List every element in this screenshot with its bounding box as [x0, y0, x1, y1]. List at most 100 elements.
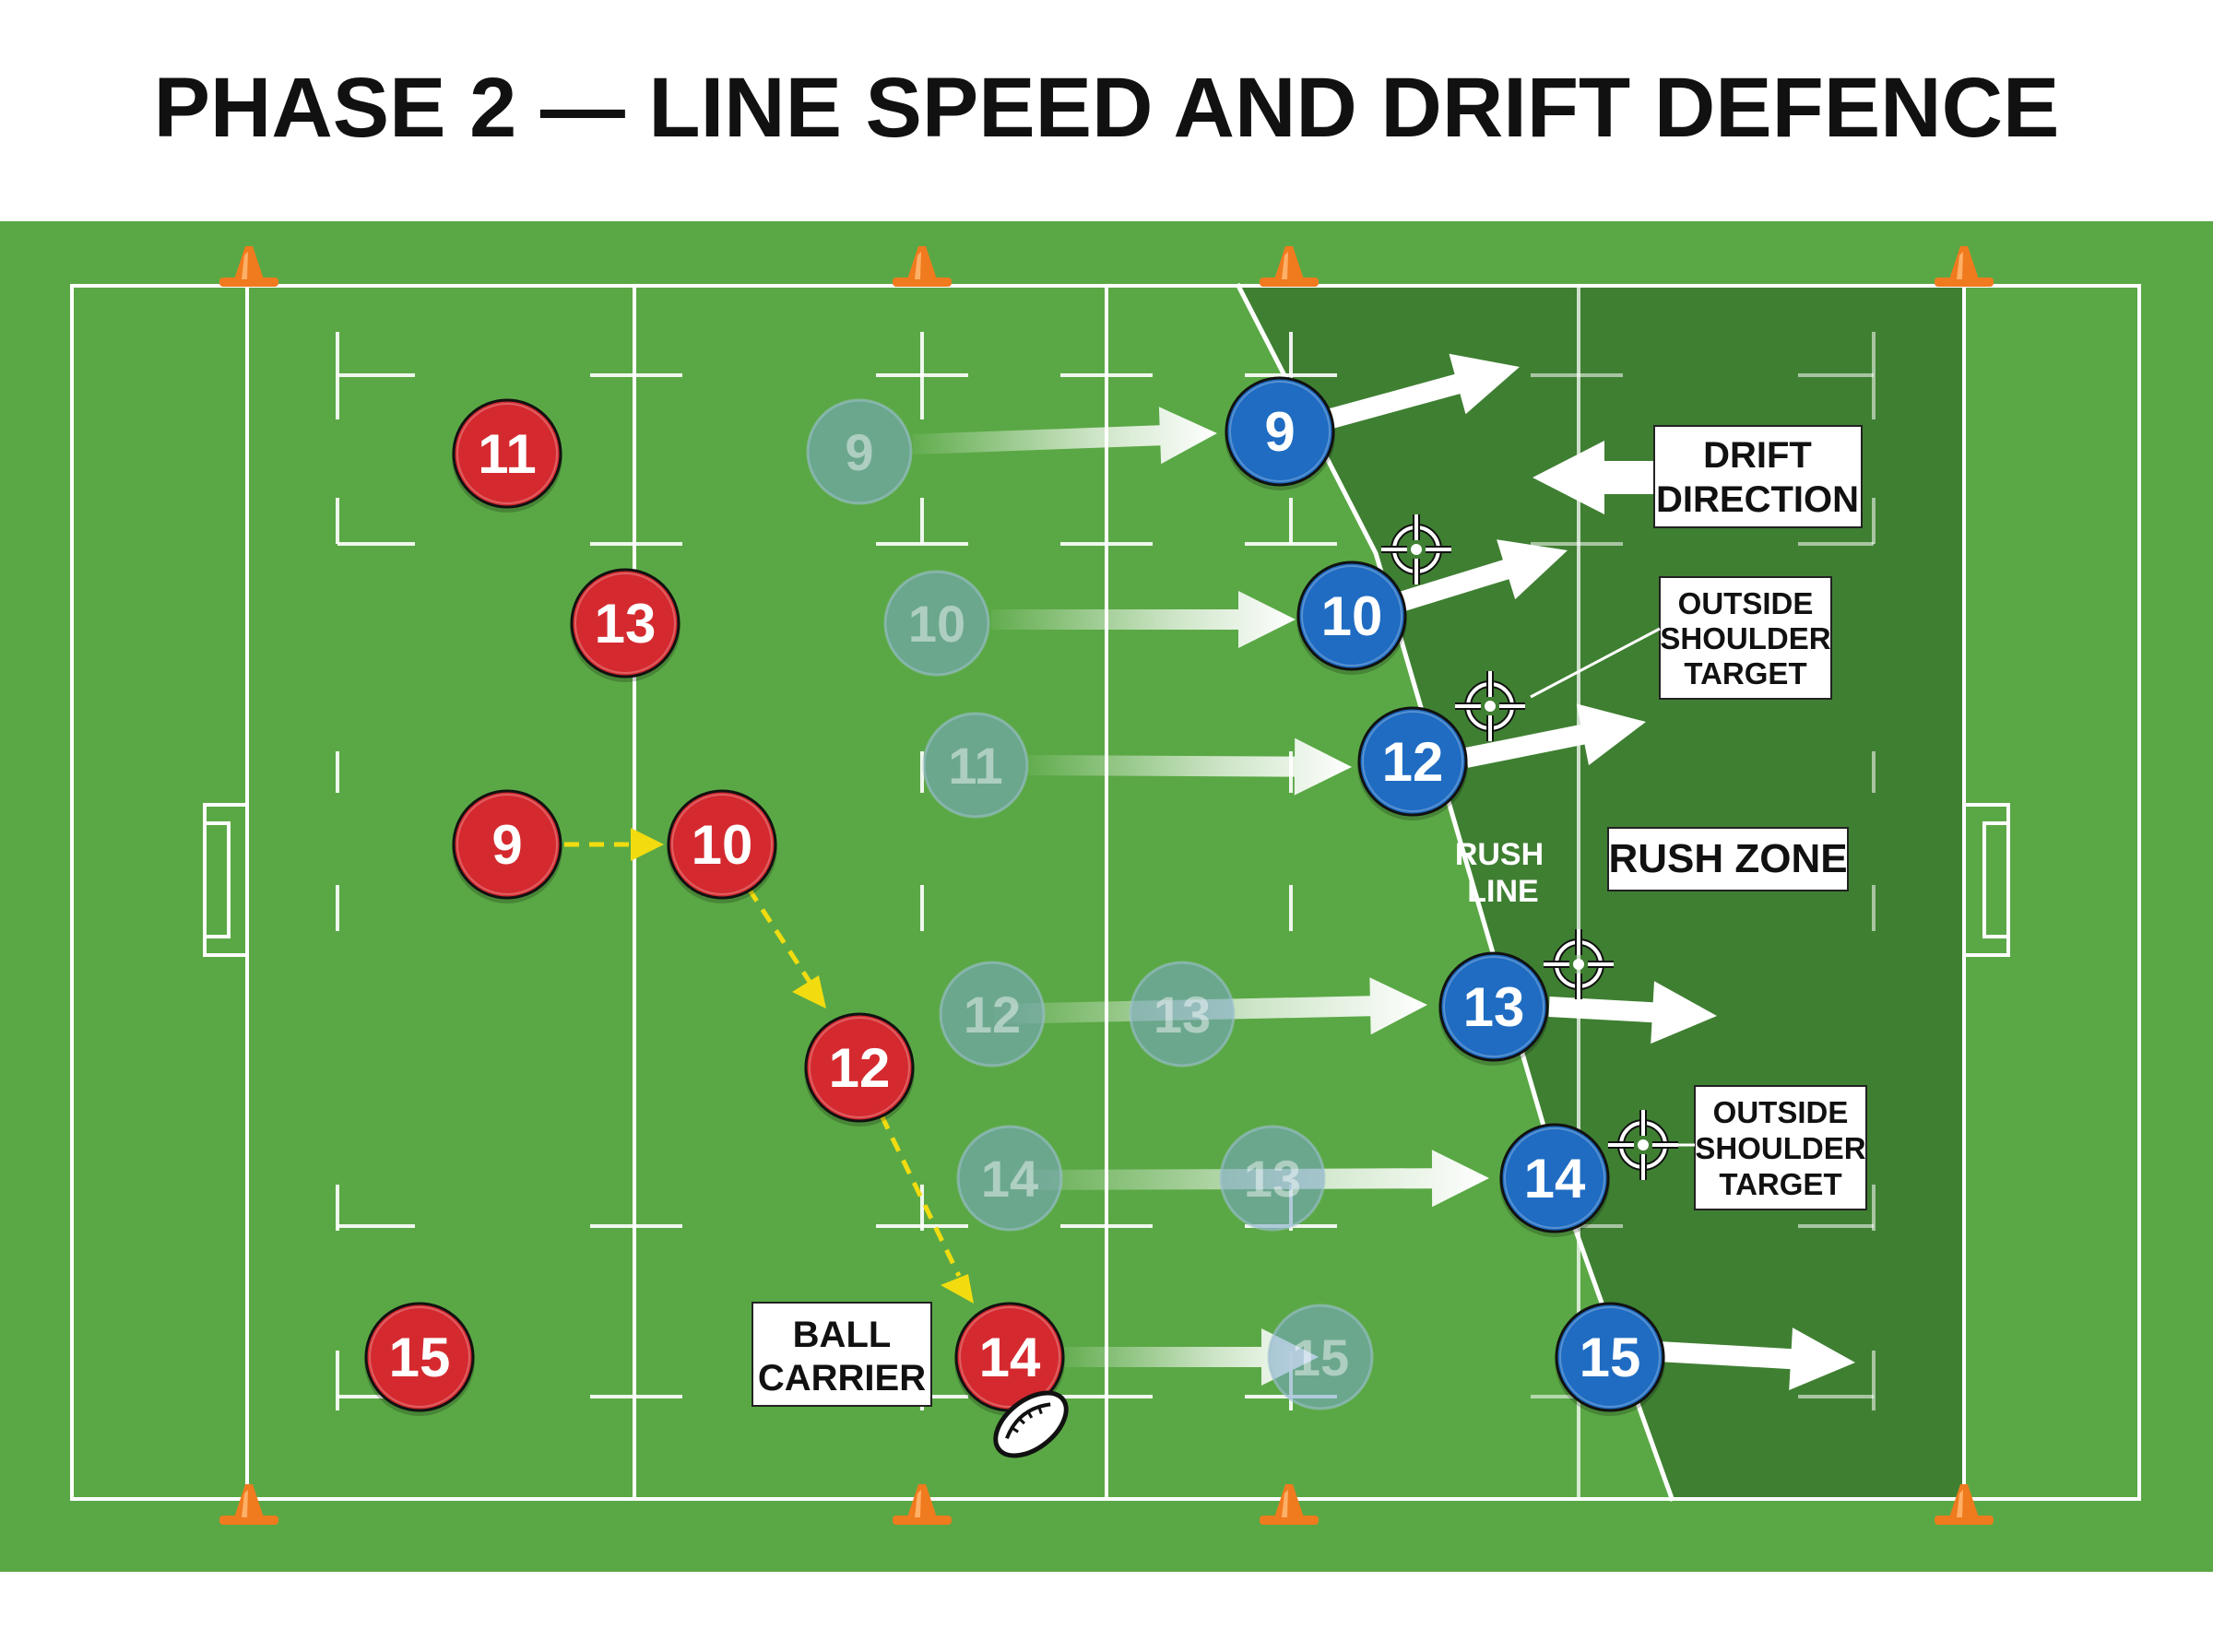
target-leader-line-top [1530, 627, 1661, 699]
pass-arrow-10-12 [746, 887, 814, 986]
drift-direction-arrow [1533, 441, 1664, 514]
svg-text:SHOULDER: SHOULDER [1695, 1131, 1865, 1165]
ghost-defender: 9 [806, 398, 913, 505]
run-trail-arrow [912, 407, 1217, 465]
attacker: 10 [667, 789, 777, 903]
ghost-defenders: 9 10 11 12 13 14 13 15 [806, 398, 1374, 1410]
run-trail-arrow [1060, 1328, 1319, 1386]
ghost-number: 9 [845, 423, 873, 481]
defender: 13 [1438, 951, 1549, 1066]
cone-icon [219, 246, 278, 287]
ghost-number: 15 [1292, 1328, 1349, 1386]
svg-text:OUTSIDE: OUTSIDE [1678, 586, 1814, 620]
ghost-defender: 10 [883, 570, 990, 677]
rush-zone-label: RUSH ZONE [1607, 827, 1849, 891]
cone-icon [1260, 246, 1319, 287]
attacker: 14 [954, 1302, 1065, 1416]
pass-arrow-heads [631, 828, 974, 1304]
defender: 9 [1225, 376, 1335, 490]
svg-text:DRIFT: DRIFT [1703, 435, 1812, 476]
player-number: 9 [491, 814, 522, 876]
forward-push-arrow [1400, 539, 1568, 611]
ghost-defender: 15 [1267, 1304, 1374, 1410]
cones [219, 246, 1994, 1525]
ghost-defender: 14 [956, 1125, 1063, 1232]
forward-push-arrow [1548, 981, 1717, 1044]
ghost-number: 10 [908, 595, 965, 653]
ghost-defender: 13 [1219, 1125, 1326, 1232]
movement-arrows [912, 353, 1855, 1390]
defender: 14 [1499, 1123, 1610, 1237]
cone-icon [1935, 246, 1994, 287]
ghost-number: 13 [1244, 1150, 1301, 1208]
ghost-number: 13 [1154, 985, 1211, 1044]
ghost-defender: 12 [939, 961, 1046, 1068]
defender: 15 [1555, 1302, 1665, 1416]
pass-arrow-12-14 [879, 1114, 962, 1278]
svg-text:DIRECTION: DIRECTION [1656, 479, 1859, 520]
forward-push-arrow [1325, 353, 1520, 430]
cone-icon [893, 246, 952, 287]
attacking-players: 11 13 9 10 12 15 14 [364, 398, 1065, 1416]
player-number: 12 [829, 1037, 891, 1099]
outside-shoulder-target-label-bottom: OUTSIDE SHOULDER TARGET [1694, 1085, 1867, 1210]
player-number: 13 [595, 593, 657, 655]
defender: 10 [1296, 560, 1407, 675]
svg-text:CARRIER: CARRIER [758, 1358, 926, 1398]
player-number: 15 [389, 1327, 451, 1388]
goal-posts-right [1964, 803, 2010, 957]
player-number: 11 [478, 423, 536, 485]
player-number: 14 [1524, 1148, 1586, 1210]
outside-shoulder-target-label-top: OUTSIDE SHOULDER TARGET [1659, 576, 1832, 700]
svg-text:RUSH: RUSH [1455, 837, 1544, 872]
ball-carrier-label: BALL CARRIER [751, 1302, 932, 1407]
player-number: 14 [979, 1327, 1041, 1388]
attacker: 9 [452, 789, 562, 903]
rugby-ball-icon [993, 1390, 1069, 1458]
forward-push-arrow [1640, 1328, 1855, 1390]
ghost-number: 11 [948, 737, 1002, 795]
player-number: 15 [1580, 1327, 1641, 1388]
svg-text:TARGET: TARGET [1719, 1167, 1841, 1201]
cone-icon [893, 1484, 952, 1525]
defending-players: 9 10 12 13 14 15 [1225, 376, 1665, 1416]
crosshair-icon [1381, 514, 1451, 584]
svg-text:TARGET: TARGET [1684, 656, 1806, 690]
pass-arrows [564, 842, 962, 1278]
svg-text:RUSH ZONE: RUSH ZONE [1608, 836, 1847, 881]
player-number: 9 [1264, 401, 1295, 463]
run-trail-arrow [1027, 738, 1352, 796]
crosshair-icon [1544, 929, 1614, 999]
goal-posts-left [203, 803, 247, 957]
ghost-number: 14 [981, 1150, 1038, 1208]
cone-icon [1935, 1484, 1994, 1525]
diagram-title: PHASE 2 — LINE SPEED AND DRIFT DEFENCE [154, 61, 2060, 155]
cone-icon [219, 1484, 278, 1525]
svg-text:BALL: BALL [793, 1315, 892, 1355]
svg-text:SHOULDER: SHOULDER [1660, 621, 1830, 655]
svg-text:LINE: LINE [1467, 874, 1538, 909]
shoulder-targets [1381, 514, 1678, 1180]
pitch-dashes [336, 332, 1876, 1410]
rush-line-label: RUSH LINE [1455, 837, 1544, 909]
attacker: 15 [364, 1302, 475, 1416]
player-number: 10 [692, 814, 753, 876]
defender: 12 [1357, 706, 1468, 820]
attacker: 12 [804, 1012, 915, 1127]
ghost-defender: 11 [922, 712, 1029, 819]
attacker: 13 [570, 568, 680, 682]
svg-text:OUTSIDE: OUTSIDE [1713, 1095, 1849, 1129]
cone-icon [1260, 1484, 1319, 1525]
attacker: 11 [452, 398, 562, 513]
ghost-number: 12 [964, 985, 1021, 1044]
forward-push-arrow [1463, 703, 1646, 768]
player-number: 12 [1382, 731, 1444, 793]
crosshair-icon [1455, 671, 1525, 741]
ghost-defender: 13 [1129, 961, 1236, 1068]
run-trail-arrow [991, 591, 1296, 648]
drift-direction-label: DRIFT DIRECTION [1653, 425, 1863, 528]
crosshair-icon [1608, 1110, 1678, 1180]
player-number: 10 [1321, 585, 1383, 647]
